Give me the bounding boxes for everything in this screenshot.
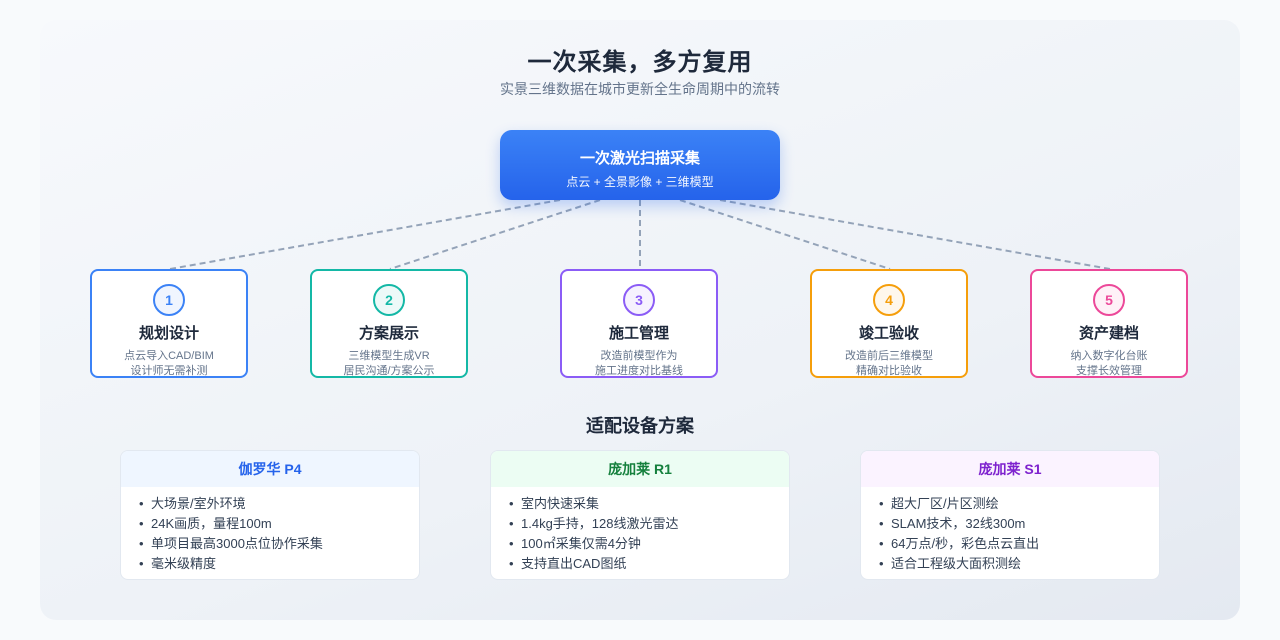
stage-desc-line: 改造前后三维模型 xyxy=(845,350,933,362)
connector-line-5 xyxy=(719,199,1111,270)
device-feature: SLAM技术，32线300m xyxy=(879,514,1159,534)
stage-desc-line: 纳入数字化台账 xyxy=(1070,350,1148,362)
source-subtitle: 点云 + 全景影像 + 三维模型 xyxy=(566,175,714,189)
stage-desc-line: 居民沟通/方案公示 xyxy=(343,365,435,377)
stage-title: 竣工验收 xyxy=(858,325,919,342)
device-feature: 24K画质，量程100m xyxy=(139,514,419,534)
device-name: 庞加莱 S1 xyxy=(861,451,1159,487)
device-feature: 毫米级精度 xyxy=(139,554,419,574)
stage-title: 施工管理 xyxy=(608,325,669,342)
stage-description: 三维模型生成VR 居民沟通/方案公示 xyxy=(312,349,466,379)
stage-card-4: 4 竣工验收 改造前后三维模型 精确对比验收 xyxy=(810,269,968,378)
device-feature: 大场景/室外环境 xyxy=(139,494,419,514)
device-feature-list: 超大厂区/片区测绘 SLAM技术，32线300m 64万点/秒，彩色点云直出 适… xyxy=(861,487,1159,574)
device-feature: 1.4kg手持，128线激光雷达 xyxy=(509,514,789,534)
devices-section-title: 适配设备方案 xyxy=(586,416,694,436)
connector-line-2 xyxy=(389,199,601,270)
stage-title: 规划设计 xyxy=(138,325,199,342)
stage-number-badge: 1 xyxy=(153,284,185,316)
stage-description: 纳入数字化台账 支撑长效管理 xyxy=(1032,349,1186,379)
stage-desc-line: 点云导入CAD/BIM xyxy=(124,350,214,362)
stage-description: 改造前模型作为 施工进度对比基线 xyxy=(562,349,716,379)
device-feature-list: 室内快速采集 1.4kg手持，128线激光雷达 100㎡采集仅需4分钟 支持直出… xyxy=(491,487,789,574)
stage-desc-line: 改造前模型作为 xyxy=(600,350,678,362)
page-title: 一次采集，多方复用 xyxy=(527,49,753,76)
connector-line-1 xyxy=(169,199,561,270)
device-card-p4: 伽罗华 P4 大场景/室外环境 24K画质，量程100m 单项目最高3000点位… xyxy=(120,450,420,580)
stage-number-badge: 4 xyxy=(873,284,905,316)
stage-number-badge: 3 xyxy=(623,284,655,316)
stage-desc-line: 施工进度对比基线 xyxy=(595,365,683,377)
stage-number-badge: 2 xyxy=(373,284,405,316)
stage-description: 改造前后三维模型 精确对比验收 xyxy=(812,349,966,379)
page-subtitle: 实景三维数据在城市更新全生命周期中的流转 xyxy=(500,81,780,97)
device-feature: 超大厂区/片区测绘 xyxy=(879,494,1159,514)
stage-card-1: 1 规划设计 点云导入CAD/BIM 设计师无需补测 xyxy=(90,269,248,378)
stage-card-5: 5 资产建档 纳入数字化台账 支撑长效管理 xyxy=(1030,269,1188,378)
device-feature: 64万点/秒，彩色点云直出 xyxy=(879,534,1159,554)
connector-line-4 xyxy=(679,199,891,270)
source-title: 一次激光扫描采集 xyxy=(579,150,700,167)
stage-desc-line: 支撑长效管理 xyxy=(1076,365,1142,377)
device-feature: 支持直出CAD图纸 xyxy=(509,554,789,574)
device-name: 伽罗华 P4 xyxy=(121,451,419,487)
device-feature: 100㎡采集仅需4分钟 xyxy=(509,534,789,554)
stage-card-3: 3 施工管理 改造前模型作为 施工进度对比基线 xyxy=(560,269,718,378)
stage-number-badge: 5 xyxy=(1093,284,1125,316)
device-feature-list: 大场景/室外环境 24K画质，量程100m 单项目最高3000点位协作采集 毫米… xyxy=(121,487,419,574)
stage-desc-line: 三维模型生成VR xyxy=(348,350,430,362)
device-name: 庞加莱 R1 xyxy=(491,451,789,487)
device-card-r1: 庞加莱 R1 室内快速采集 1.4kg手持，128线激光雷达 100㎡采集仅需4… xyxy=(490,450,790,580)
stage-description: 点云导入CAD/BIM 设计师无需补测 xyxy=(92,349,246,379)
stage-title: 方案展示 xyxy=(358,325,419,342)
device-card-s1: 庞加莱 S1 超大厂区/片区测绘 SLAM技术，32线300m 64万点/秒，彩… xyxy=(860,450,1160,580)
device-feature: 室内快速采集 xyxy=(509,494,789,514)
stage-desc-line: 设计师无需补测 xyxy=(130,365,208,377)
device-feature: 适合工程级大面积测绘 xyxy=(879,554,1159,574)
stage-card-2: 2 方案展示 三维模型生成VR 居民沟通/方案公示 xyxy=(310,269,468,378)
stage-desc-line: 精确对比验收 xyxy=(856,365,922,377)
stage-title: 资产建档 xyxy=(1078,325,1139,342)
source-node: 一次激光扫描采集 点云 + 全景影像 + 三维模型 xyxy=(500,130,780,200)
device-feature: 单项目最高3000点位协作采集 xyxy=(139,534,419,554)
